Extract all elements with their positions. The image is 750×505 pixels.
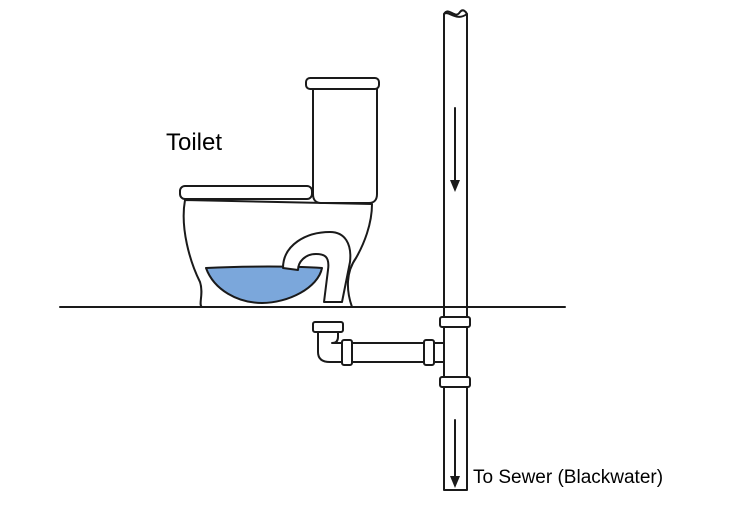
toilet-label: Toilet [166,129,222,156]
flow-arrows [450,107,460,488]
drain-assembly [312,316,471,388]
flow-arrow-lower [450,419,460,488]
tank-lid [305,77,380,90]
pipe-coupling-right [423,339,435,366]
internal-trapway [282,231,352,303]
flow-arrow-upper [450,107,460,192]
stack-pipe [443,9,468,491]
toilet [179,77,380,308]
soil-stack [443,9,468,491]
stack-cut-edge [443,12,468,18]
sewer-label: To Sewer (Blackwater) [473,467,663,488]
toilet-tank [312,87,378,204]
stack-coupling-upper [439,316,471,328]
pipe-coupling-left [341,339,353,366]
bowl-water [205,265,323,304]
closet-flange [312,321,344,333]
toilet-seat-lid [179,185,313,200]
stack-coupling-lower [439,376,471,388]
